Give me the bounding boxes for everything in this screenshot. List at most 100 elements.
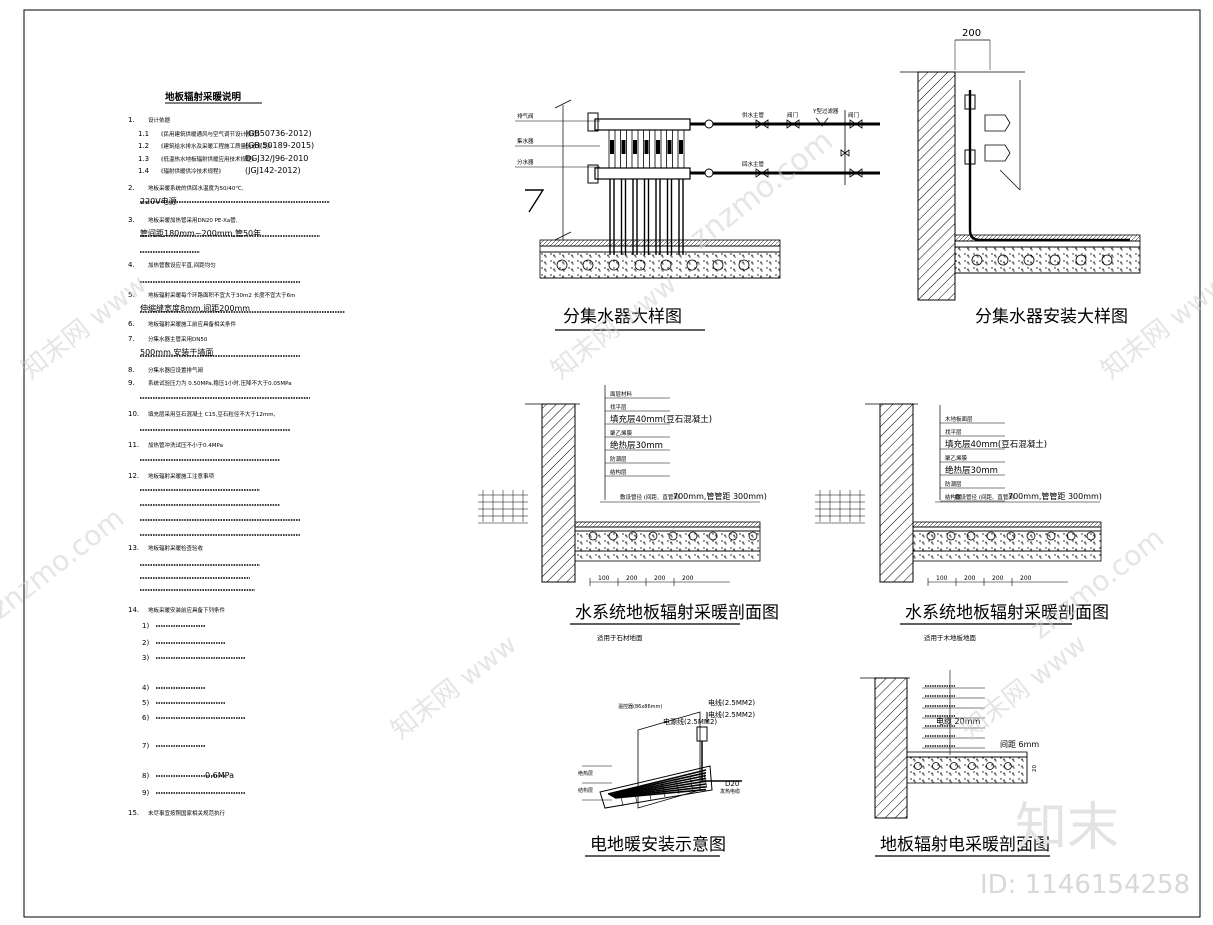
elec-label: 绝热层 <box>578 770 593 777</box>
note-text: 《辐射供暖供冷技术规程》 <box>158 167 224 175</box>
label-supply-main: 供水主管 <box>742 111 765 119</box>
note-subitem: 1) <box>142 622 149 630</box>
label-filter: Y型过滤器 <box>812 107 839 115</box>
layer-label: 防潮层 <box>945 480 962 488</box>
layer-label: 聚乙烯膜 <box>610 429 633 437</box>
note-number: 13. <box>128 544 139 552</box>
pipe-note-a-prefix: 敷设管径 (间距、直管间 <box>620 493 679 501</box>
note-subitem: 7) <box>142 742 149 750</box>
notes-list: 1.设计依据1.1《民用建筑供暖通风与空气调节设计规范》(GB50736-201… <box>128 116 345 817</box>
note-text: 地板采暖加热管采用DN20 PE-Xa管, <box>148 216 238 224</box>
label-valve-2: 阀门 <box>848 111 859 119</box>
dim-row-value: 200 <box>654 575 666 582</box>
elec-section-note2: 间距 6mm <box>1000 740 1039 749</box>
note-text: 设计依据 <box>148 116 171 124</box>
elec-label: 发热电缆 <box>720 788 740 795</box>
layer-label: 填充层40mm(豆石混凝土) <box>610 414 712 425</box>
notes-heading: 地板辐射采暖说明 <box>165 91 242 103</box>
note-text: 地板辐射采暖施工注意事项 <box>148 472 215 480</box>
elec-label: 温控器(86x86mm) <box>618 703 662 710</box>
note-number: 6. <box>128 320 135 328</box>
note-number: 9. <box>128 379 135 387</box>
manifold-detail-drawing: 供水主管 回水主管 阀门 阀门 Y型过滤器 排气阀 集水器 分水器 分集水器大样… <box>515 99 880 331</box>
note-text: 地板辐射采暖施工前应具备相关条件 <box>148 320 237 328</box>
layer-label: 填充层40mm(豆石混凝土) <box>945 439 1047 450</box>
note-ref: (GB50736-2012) <box>245 129 312 138</box>
note-subitem: 3) <box>142 654 149 662</box>
note-text: 填充层采用豆石混凝土 C15,豆石粒径不大于12mm, <box>148 410 276 418</box>
layer-label: 面层材料 <box>610 390 633 398</box>
note-ref: 500mm,安装于墙面 <box>140 347 213 357</box>
elec-label: 电线(2.5MM2) <box>708 710 755 719</box>
title-electric-install: 电地暖安装示意图 <box>590 835 726 855</box>
note-number: 1.3 <box>138 155 149 163</box>
watermark-site-8: 知末网 www <box>1096 269 1213 385</box>
note-subitem: 6) <box>142 714 149 722</box>
note-text: 地板采暖安装前应具备下列条件 <box>148 606 226 614</box>
title-electric-section: 地板辐射电采暖剖面图 <box>880 835 1050 855</box>
label-valve-1: 阀门 <box>787 111 798 119</box>
note-text: 分集水器主管采用DN50 <box>148 335 208 343</box>
label-return-main: 回水主管 <box>742 160 765 168</box>
watermark-brand: 知末 <box>1015 798 1119 858</box>
note-number: 3. <box>128 216 135 224</box>
note-pressure: 0.6MPa <box>205 771 234 780</box>
note-ref: DGJ32/J96-2010 <box>245 154 308 163</box>
layer-label: 聚乙烯膜 <box>945 454 968 462</box>
layer-label: 结构层 <box>945 493 962 501</box>
note-number: 1. <box>128 116 135 124</box>
note-number: 11. <box>128 441 139 449</box>
note-number: 8. <box>128 366 135 374</box>
layer-label: 防潮层 <box>610 455 627 463</box>
note-subitem: 4) <box>142 684 149 692</box>
note-text: 地板辐射采暖检查验收 <box>148 544 204 552</box>
electric-section-drawing: 电缆 20mm 间距 6mm 20 地板辐射电采暖剖面图 <box>860 670 1050 857</box>
layer-label: 找平层 <box>945 428 962 436</box>
watermark-site-3: 知末网 www <box>546 269 683 385</box>
title-manifold-install: 分集水器安装大样图 <box>975 307 1128 327</box>
note-text: 加热管敷设应平直,间距均匀 <box>148 261 216 269</box>
design-notes: 地板辐射采暖说明 1.设计依据1.1《民用建筑供暖通风与空气调节设计规范》(GB… <box>128 91 345 817</box>
subtitle-a: 适用于石材地面 <box>597 633 643 642</box>
watermark-site-5: 知末网 www <box>386 629 523 745</box>
note-ref: 管间距180mm~200mm,管50年 <box>140 228 261 238</box>
dim-row-value: 200 <box>964 575 976 582</box>
watermark-site-2: znzmo.com <box>0 501 130 625</box>
sheet-border <box>23 9 1201 918</box>
note-number: 1.4 <box>138 167 150 175</box>
manifold-install-drawing: 200 分集水器安装大样图 <box>900 28 1141 327</box>
elec-label: D20 <box>725 780 739 788</box>
elec-section-note: 电缆 20mm <box>936 716 981 726</box>
note-number: 12. <box>128 472 139 480</box>
note-number: 5. <box>128 291 135 299</box>
dim-row-value: 100 <box>598 575 610 582</box>
note-text: 《低温热水地板辐射供暖应用技术规程》 <box>158 155 257 163</box>
label-collector: 集水器 <box>517 137 534 145</box>
note-text: 分集水器应设置排气阀 <box>148 366 203 374</box>
layer-label: 绝热层30mm <box>610 440 663 451</box>
note-ref: (GB 50189-2015) <box>245 141 314 150</box>
dim-row-value: 200 <box>626 575 638 582</box>
layer-label: 绝热层30mm <box>945 465 998 476</box>
note-text: 地板采暖系统的供回水温度为50/40℃, <box>148 184 244 192</box>
note-subitem: 9) <box>142 789 149 797</box>
elec-label: 电源线(2.5MM2) <box>663 717 717 726</box>
subtitle-b: 适用于木地板地面 <box>924 633 977 642</box>
layer-label: 找平层 <box>610 403 627 411</box>
note-ref: (JGJ142-2012) <box>245 166 301 175</box>
note-number: 1.1 <box>138 130 149 138</box>
note-subitem: 2) <box>142 639 149 647</box>
dim-row-value: 100 <box>936 575 948 582</box>
title-manifold-detail: 分集水器大样图 <box>563 307 682 327</box>
note-subitem: 8) <box>142 772 149 780</box>
note-ref: 伸缩缝宽度8mm,间距200mm <box>140 303 250 313</box>
note-number: 7. <box>128 335 135 343</box>
title-hydronic-b: 水系统地板辐射采暖剖面图 <box>905 603 1109 623</box>
note-text: 未尽事宜按照国家相关规范执行 <box>148 809 226 817</box>
note-text: 系统试验压力为 0.50MPa,稳压1小时,压降不大于0.05MPa <box>148 379 292 387</box>
label-air-vent: 排气阀 <box>517 112 534 120</box>
pipe-note-a: 700mm,管管距 300mm) <box>673 491 767 501</box>
